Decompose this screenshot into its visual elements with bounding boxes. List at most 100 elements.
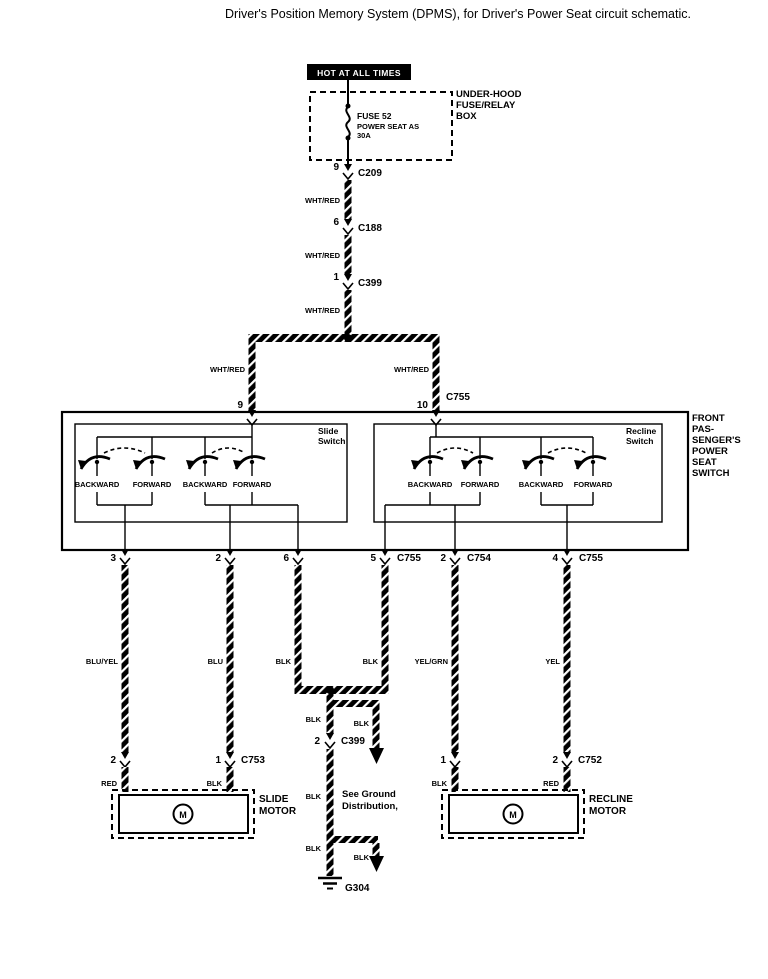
connector-symbol-c209: [342, 163, 354, 180]
harness-wires: BLU/YEL BLU BLK BLK YEL/GRN YEL: [86, 565, 571, 752]
wire-blk: [226, 767, 234, 792]
wire-color-label: RED: [543, 779, 559, 788]
ground-branch-arrow-icon: [369, 856, 384, 872]
connector-symbol-c399: [342, 273, 354, 290]
recline-switch-outline: [373, 423, 663, 523]
pin-number: 9: [237, 400, 243, 411]
connector-label-c755: C755: [446, 392, 470, 403]
underhood-fuse-relay-box: UNDER-HOOD FUSE/RELAY BOX FUSE 52 POWER …: [309, 80, 522, 161]
switch-position-label: FORWARD: [574, 480, 613, 489]
switch-position-label: FORWARD: [133, 480, 172, 489]
pin-number: 6: [333, 217, 339, 228]
pin-number: 4: [552, 553, 558, 564]
wire-color-label: YEL: [545, 657, 560, 666]
wire-color-label: BLK: [306, 715, 322, 724]
switch-title-3: SENGER'S: [692, 435, 741, 446]
switch-position-label: BACKWARD: [183, 480, 228, 489]
recline-motor-name-1: RECLINE: [589, 794, 633, 805]
slide-switch-label-2: Switch: [318, 436, 345, 446]
wire-bluyel: [121, 565, 129, 752]
switch-wiper-icon: [572, 455, 608, 471]
switch-position-label: BACKWARD: [408, 480, 453, 489]
wire-blk: [326, 749, 334, 876]
motor-m-label: M: [179, 810, 187, 820]
hot-at-all-times-tag: HOT AT ALL TIMES: [307, 64, 411, 80]
slide-switch-outline: [74, 423, 348, 523]
wire-whtred-right: [432, 334, 440, 412]
hot-label: HOT AT ALL TIMES: [317, 68, 401, 78]
pin-number: 2: [110, 755, 116, 766]
switch-title-2: PAS-: [692, 424, 714, 435]
switch-wiper-icon: [520, 455, 556, 471]
wire-whtred-left: [248, 334, 256, 412]
switch-link-arc: [547, 447, 587, 454]
page-title: Driver's Position Memory System (DPMS), …: [225, 7, 691, 21]
wire-blk: [381, 565, 389, 686]
wire-blk: [326, 694, 334, 734]
wire-color-label: BLK: [432, 779, 448, 788]
wire-color-label: BLK: [354, 719, 370, 728]
wire-blk-branch: [330, 700, 378, 707]
switch-title-6: SWITCH: [692, 468, 730, 479]
junction-dot: [326, 686, 334, 694]
wire-color-label: BLU: [208, 657, 223, 666]
wire-blk: [294, 565, 302, 686]
pin-number: 5: [370, 553, 376, 564]
connector-label-c209: C209: [358, 168, 382, 179]
wire-blk: [451, 767, 459, 792]
pin-number: 9: [333, 162, 339, 173]
switch-link-arc: [436, 447, 474, 454]
pin-number: 1: [440, 755, 446, 766]
fuse-rating: 30A: [357, 131, 371, 140]
slide-motor-dashed-outline: [111, 789, 255, 839]
wire-blk-branch: [372, 843, 380, 856]
switch-link-arc: [211, 447, 246, 454]
recline-switch-label-1: Recline: [626, 426, 657, 436]
wire-color-label: WHT/RED: [305, 196, 341, 205]
wire-blk-branch: [330, 836, 378, 843]
ground-label-g304: G304: [345, 883, 370, 894]
switch-position-label: FORWARD: [233, 480, 272, 489]
wire-whtred: [344, 180, 352, 220]
slide-switch: Slide Switch BACKWARD FORWARD BACKWARD F…: [74, 423, 348, 551]
fuse-box-label-1: UNDER-HOOD: [456, 89, 522, 100]
switch-position-label: BACKWARD: [519, 480, 564, 489]
connector-symbol-c753: [224, 751, 236, 768]
switch-outline: [60, 410, 690, 552]
switch-link-arc: [103, 447, 146, 454]
wire-color-label: YEL/GRN: [415, 657, 448, 666]
recline-motor: 1 2 C752 BLK RED M RECLINE MOTOR: [432, 751, 633, 839]
wire-color-label: BLK: [306, 792, 322, 801]
ground-branch-arrow-icon: [369, 748, 384, 764]
connector-symbol-c753: [119, 751, 131, 768]
recline-motor-body: [448, 794, 579, 834]
junction-dot: [345, 135, 351, 141]
wire-color-label: BLK: [363, 657, 379, 666]
slide-motor-body: [118, 794, 249, 834]
hot-tag-box: [307, 64, 411, 80]
fuse-desc: POWER SEAT AS: [357, 122, 419, 131]
switch-wiper-icon: [184, 455, 220, 471]
switch-position-label: FORWARD: [461, 480, 500, 489]
wire-yelgrn: [451, 565, 459, 752]
recline-switch: Recline Switch BACKWARD FORWARD BACKWARD…: [373, 423, 663, 551]
wire-red: [121, 767, 129, 792]
connector-symbol: [561, 548, 573, 565]
wire-color-label: RED: [101, 779, 117, 788]
wire-blu: [226, 565, 234, 752]
wire-blk-branch: [372, 700, 380, 748]
slide-motor-name-1: SLIDE: [259, 794, 289, 805]
power-feed-chain: 9 C209 WHT/RED 6 C188 WHT/RED 1 C399 WHT…: [210, 160, 470, 426]
connector-label-c752: C752: [578, 755, 602, 766]
connector-label-c754: C754: [467, 553, 491, 564]
wire-whtred: [344, 290, 352, 336]
pin-number: 6: [283, 553, 289, 564]
pin-number: 2: [440, 553, 446, 564]
connector-symbol: [292, 548, 304, 565]
connector-symbol-c752: [561, 751, 573, 768]
slide-motor: 2 1 C753 RED BLK M SLIDE MOTOR: [101, 751, 297, 839]
wire-color-label: BLK: [276, 657, 292, 666]
wire-red: [563, 767, 571, 792]
connector-symbol-c188: [342, 218, 354, 235]
